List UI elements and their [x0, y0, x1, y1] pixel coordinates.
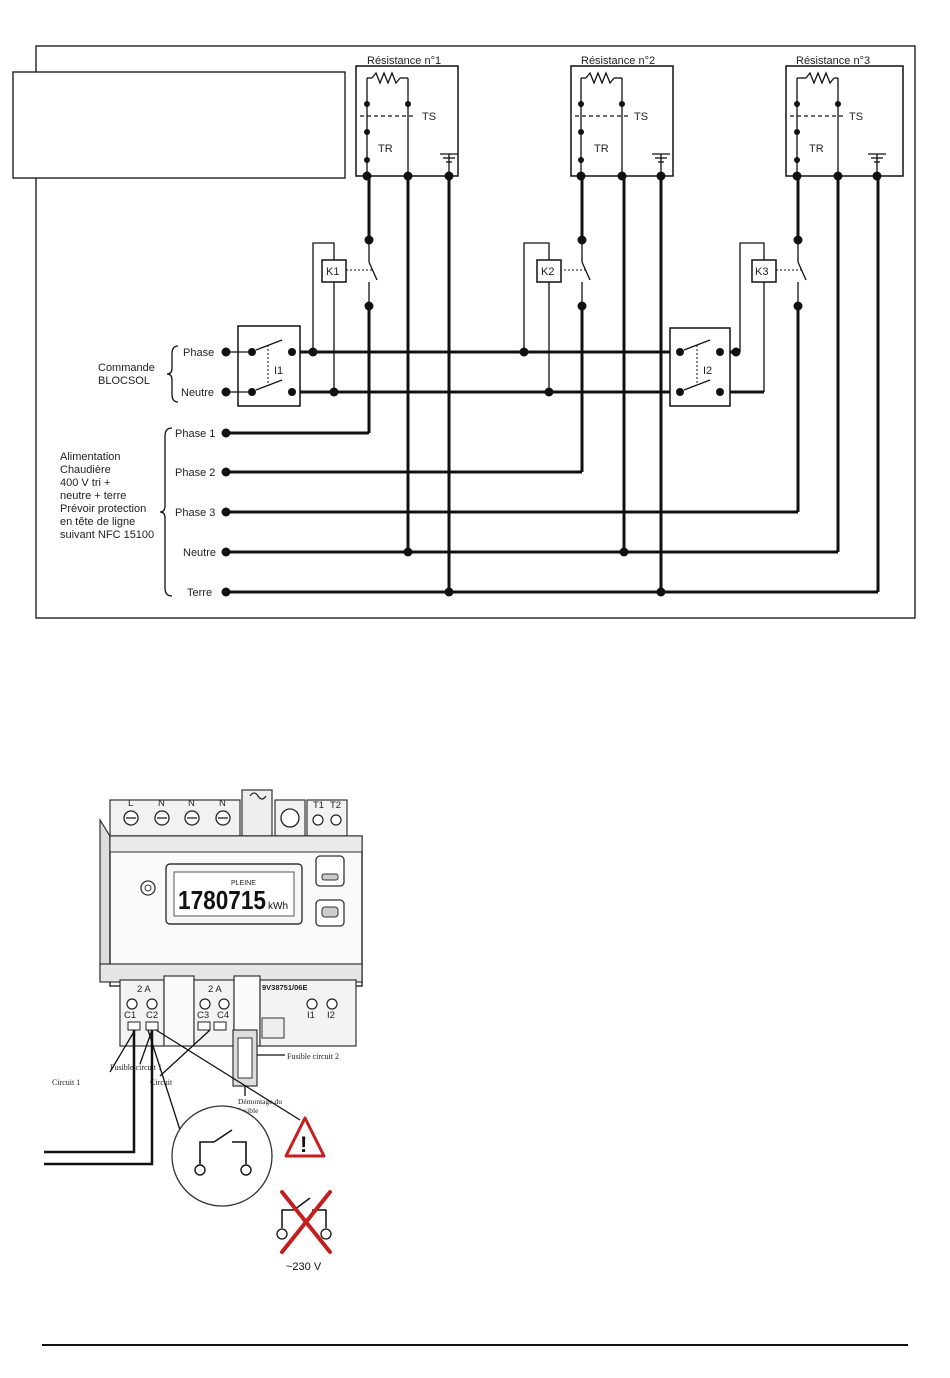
forbidden-contact-icon: ~230 V [276, 1190, 332, 1273]
alimentation-labels: Alimentation Chaudière 400 V tri + neutr… [60, 427, 216, 599]
interlock-i2: I2 [669, 327, 741, 407]
resistance-3-tr: TR [809, 143, 824, 155]
terminal-t2: T2 [330, 800, 341, 811]
resistance-1-title: Résistance n°1 [367, 55, 441, 67]
callout-demontage-2: fusible [238, 1106, 259, 1115]
callout-demontage-1: Démontage du [238, 1097, 282, 1106]
commande-line2: BLOCSOL [98, 375, 150, 387]
svg-text:!: ! [300, 1132, 307, 1157]
footer-rule [42, 1344, 908, 1346]
relay1-pin-c1: C1 [124, 1010, 136, 1021]
ground-icon [652, 153, 670, 174]
resistance-1: Résistance n°1 TS TR [355, 55, 459, 177]
display-unit: kWh [268, 901, 288, 912]
meter-body: PLEINE 1780715 kWh [99, 817, 363, 987]
terminal-n-2: N [188, 798, 195, 809]
relay1-pin-c2: C2 [146, 1010, 158, 1021]
supply-lines [221, 428, 878, 597]
contactor-k1-label: K1 [326, 266, 339, 278]
interlock-i1: I1 [221, 325, 301, 407]
meter-callouts: Fusible circuit 2 Démontage du fusible C… [44, 1029, 339, 1166]
resistance-2: Résistance n°2 TS TR [570, 55, 674, 177]
callout-circuit-2: Circuit [150, 1078, 173, 1087]
contactor-k2: K2 [523, 235, 591, 392]
command-bus [292, 347, 764, 397]
resistance-3: Résistance n°3 TS TR [785, 55, 904, 177]
ground-icon [868, 153, 886, 174]
relay2-pin-c4: C4 [217, 1010, 229, 1021]
terminal-phase-2: Phase 2 [175, 467, 215, 479]
callout-fuse-1: Fusible circuit 1 [110, 1063, 162, 1072]
terminal-terre: Terre [187, 587, 212, 599]
terminal-phase-1: Phase 1 [175, 428, 215, 440]
terminal-l: L [128, 798, 133, 809]
meter-button-top[interactable] [315, 855, 345, 887]
commande-line1: Commande [98, 362, 155, 374]
resistance-3-title: Résistance n°3 [796, 55, 870, 67]
display-tag: PLEINE [231, 880, 256, 887]
out-pin-i1: I1 [307, 1010, 315, 1021]
heating-coil-icon [371, 71, 401, 85]
relay2-pin-c3: C3 [197, 1010, 209, 1021]
alimentation-line-7: suivant NFC 15100 [60, 529, 154, 541]
voltage-label: ~230 V [286, 1261, 322, 1273]
ground-icon [440, 153, 458, 174]
ac-wave-icon [249, 792, 267, 800]
relay1-rating: 2 A [137, 984, 151, 995]
interlock-i1-label: I1 [274, 365, 283, 377]
terminal-n-1: N [158, 798, 165, 809]
commande-phase-label: Phase [183, 347, 214, 359]
contactor-k3: K3 [739, 235, 807, 392]
meter-top-block: L N N N T1 T2 [109, 789, 348, 837]
contactor-k1: K1 [312, 235, 378, 392]
meter-bottom-block: 2 A C1 C2 2 A C3 C4 9V38751/06E I1 I2 [99, 963, 363, 1087]
terminal-phase-3: Phase 3 [175, 507, 215, 519]
resistance-1-tr: TR [378, 143, 393, 155]
alimentation-line-1: Alimentation [60, 451, 121, 463]
resistance-3-ts: TS [849, 111, 863, 123]
commande-labels: Commande BLOCSOL Phase Neutre [98, 345, 214, 403]
contactor-k2-label: K2 [541, 266, 554, 278]
terminal-t1: T1 [313, 800, 324, 811]
relay2-rating: 2 A [208, 984, 222, 995]
wiring-diagram: Résistance n°1 TS TR Résistance n°2 TS T… [12, 45, 916, 619]
energy-meter-illustration: L N N N T1 T2 PLEINE 1780715 kWh [44, 789, 363, 1273]
alimentation-line-4: neutre + terre [60, 490, 126, 502]
resistance-1-ts: TS [422, 111, 436, 123]
diagram-frame [35, 45, 916, 619]
display-value: 1780715 [178, 885, 266, 915]
callout-circuit-1: Circuit 1 [52, 1078, 80, 1087]
warning-icon: ! [284, 1116, 326, 1158]
power-wires [367, 176, 880, 592]
contact-zoom [171, 1105, 273, 1207]
interlock-i2-label: I2 [703, 365, 712, 377]
contactor-k3-label: K3 [755, 266, 768, 278]
out-pin-i2: I2 [327, 1010, 335, 1021]
caption-box [12, 71, 346, 179]
resistance-2-ts: TS [634, 111, 648, 123]
alimentation-line-2: Chaudière [60, 464, 111, 476]
heating-coil-icon [805, 71, 835, 85]
alimentation-line-6: en tête de ligne [60, 516, 135, 528]
alimentation-line-3: 400 V tri + [60, 477, 110, 489]
meter-serial: 9V38751/06E [262, 983, 307, 992]
heating-coil-icon [585, 71, 615, 85]
resistance-2-tr: TR [594, 143, 609, 155]
resistance-2-title: Résistance n°2 [581, 55, 655, 67]
commande-neutre-label: Neutre [181, 387, 214, 399]
callout-fuse-2: Fusible circuit 2 [287, 1052, 339, 1061]
alimentation-line-5: Prévoir protection [60, 503, 146, 515]
terminal-n-3: N [219, 798, 226, 809]
terminal-neutre: Neutre [183, 547, 216, 559]
